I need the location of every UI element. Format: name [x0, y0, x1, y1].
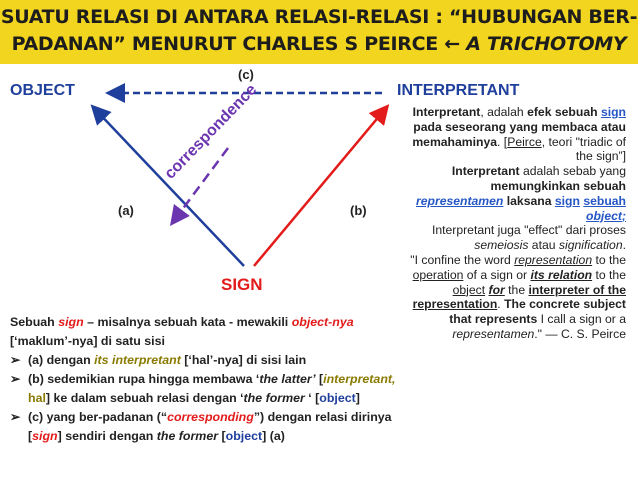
term-signification: signification: [558, 238, 623, 253]
text-link[interactable]: sebuah: [583, 193, 626, 208]
text: ] sendiri dengan: [57, 429, 157, 443]
term-interpretant: Interpretant: [451, 164, 520, 179]
term-the-former: the former: [156, 429, 219, 443]
text: ‘ [: [304, 391, 320, 405]
peirce-link[interactable]: Peirce: [507, 134, 542, 149]
sign-to-object-arrow: [90, 104, 245, 267]
text: .: [622, 238, 626, 253]
bullet-b: ➢(b) sedemikian rupa hingga membawa ‘the…: [10, 370, 408, 408]
term-corresponding: corresponding: [167, 410, 254, 424]
text-link[interactable]: ;: [621, 208, 626, 223]
bullet-c: ➢ (c) yang ber-padanan (“corresponding”) …: [10, 408, 408, 446]
term-the-former: the former: [243, 391, 305, 405]
term-object: object-nya: [291, 315, 354, 329]
representation-link[interactable]: representation: [514, 252, 593, 267]
text-bold: efek sebuah: [527, 105, 601, 119]
term-interpretant: its interpretant: [94, 353, 181, 367]
text: (b) sedemikian rupa hingga membawa ‘: [28, 372, 260, 386]
interpretant-paragraph-2: Interpretant adalah sebab yang memungkin…: [408, 164, 626, 223]
its-relation-link[interactable]: its relation: [530, 267, 593, 282]
interpretant-node: INTERPRETANT: [397, 82, 520, 99]
title-line-1: SUATU RELASI DI ANTARA RELASI-RELASI : “…: [0, 6, 638, 28]
interpretant-explanation: Interpretant, adalah efek sebuah sign pa…: [408, 105, 626, 342]
text: Sebuah: [10, 315, 59, 329]
text: ] ke dalam sebuah relasi dengan ‘: [45, 391, 244, 405]
for-link[interactable]: for: [488, 282, 505, 297]
text: to the: [592, 267, 626, 282]
representamen-link[interactable]: representamen: [415, 193, 504, 208]
text: – misalnya sebuah kata - mewakili: [83, 315, 292, 329]
bullet-a: ➢ (a) dengan its interpretant [‘hal’-nya]…: [10, 351, 408, 370]
text: , adalah: [480, 105, 528, 119]
text: Interpretant juga "effect" dari proses: [431, 223, 626, 238]
object-link[interactable]: object: [452, 282, 486, 297]
text: the: [504, 282, 529, 297]
object-link[interactable]: object: [586, 208, 622, 223]
peirce-quote: "I confine the word representation to th…: [408, 253, 626, 342]
operation-link[interactable]: operation: [412, 267, 464, 282]
interpretant-paragraph-1: Interpretant, adalah efek sebuah sign pa…: [408, 105, 626, 164]
sign-explanation: Sebuah sign – misalnya sebuah kata - mew…: [10, 313, 408, 446]
sign-to-interpretant-arrow: [253, 104, 390, 267]
quote-attribution: ." — C. S. Peirce: [534, 326, 626, 341]
term-representamen: representamen: [452, 326, 535, 341]
title-line-2-italic: A TRICHOTOMY: [466, 33, 627, 55]
text-bold: memungkinkan sebuah: [490, 178, 626, 193]
interpreter-link[interactable]: interpreter of the representation: [412, 282, 626, 312]
arrow-bullet-icon: ➢: [10, 410, 21, 424]
term-sign: sign: [58, 315, 84, 329]
text: , teori "triadic of the sign”]: [541, 134, 626, 164]
text-bold: The concrete subject that represents: [449, 297, 626, 327]
text: . [: [497, 134, 508, 149]
sign-intro: Sebuah sign – misalnya sebuah kata - mew…: [10, 313, 408, 351]
text: adalah sebab yang: [519, 164, 626, 179]
text: [: [315, 372, 324, 386]
sign-link[interactable]: sign: [554, 193, 580, 208]
text: ”) dengan relasi dirinya [: [28, 410, 392, 443]
text-bold: laksana: [503, 193, 555, 208]
interpretant-paragraph-3: Interpretant juga "effect" dari proses s…: [408, 223, 626, 253]
text-bold: pada seseorang yang membaca atau memaham…: [412, 119, 626, 149]
term-semeiosis: semeiosis: [474, 238, 529, 253]
text: I call a sign or a: [537, 312, 626, 327]
term-interpretant: interpretant,: [323, 372, 396, 386]
text: ] (a): [262, 429, 285, 443]
term-object: object: [319, 391, 356, 405]
label-b: (b): [350, 203, 367, 218]
text: [‘hal’-nya] di sisi lain: [180, 353, 307, 367]
label-a: (a): [118, 203, 134, 218]
term-the-latter: the latter’: [259, 372, 316, 386]
object-node: OBJECT: [10, 82, 75, 99]
text: of a sign or: [463, 267, 531, 282]
term-object: object: [225, 429, 263, 443]
term-interpretant: Interpretant: [412, 105, 481, 119]
arrow-bullet-icon: ➢: [10, 372, 21, 386]
left-arrow-icon: ←: [444, 33, 460, 55]
text: to the: [592, 252, 626, 267]
title-banner: SUATU RELASI DI ANTARA RELASI-RELASI : “…: [0, 0, 638, 64]
term-hal: hal: [28, 391, 46, 405]
text: .: [497, 297, 505, 312]
arrow-bullet-icon: ➢: [10, 353, 21, 367]
text: (c) yang ber-padanan (“: [28, 410, 168, 424]
text: atau: [528, 238, 559, 253]
title-line-2-main: PADANAN” MENURUT CHARLES S PEIRCE: [11, 33, 439, 55]
text: "I confine the word: [410, 252, 515, 267]
sign-link[interactable]: sign: [600, 105, 626, 119]
text: (a) dengan: [28, 353, 95, 367]
text: [‘maklum’-nya] di satu sisi: [10, 334, 165, 348]
text: [: [218, 429, 226, 443]
sign-node: SIGN: [221, 275, 263, 294]
term-sign: sign: [32, 429, 58, 443]
text: ]: [355, 391, 360, 405]
title-line-2: PADANAN” MENURUT CHARLES S PEIRCE ← A TR…: [0, 33, 638, 55]
label-c: (c): [238, 67, 254, 82]
